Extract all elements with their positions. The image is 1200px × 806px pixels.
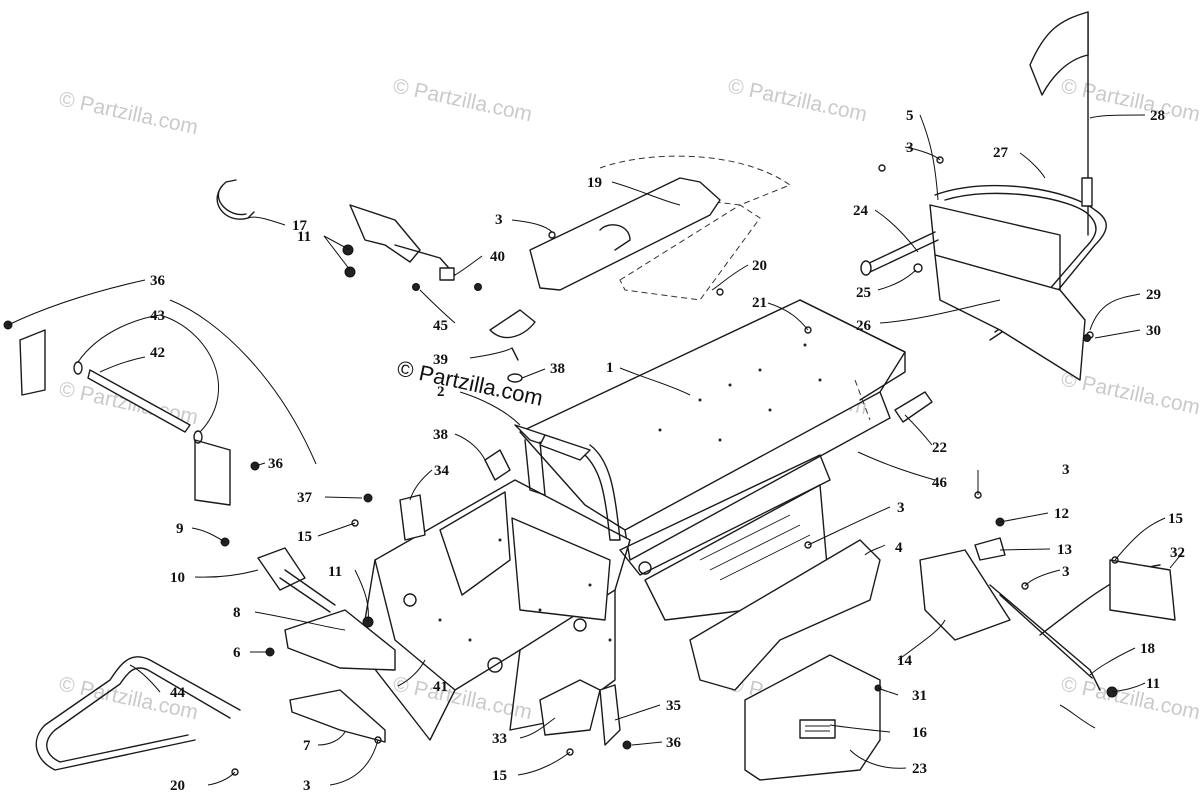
watermark: © Partzilla.com [391, 74, 534, 126]
callout-21: 21 [752, 295, 767, 311]
callout-44: 44 [170, 685, 186, 701]
callout-34: 34 [434, 463, 450, 479]
callout-3: 3 [906, 140, 914, 156]
part-7-bracket [289, 689, 386, 743]
callout-3: 3 [495, 212, 503, 228]
callout-37: 37 [297, 490, 313, 506]
callout-36: 36 [268, 456, 284, 472]
callout-30: 30 [1146, 323, 1161, 339]
callout-13: 13 [1057, 542, 1072, 558]
part-16-side-panel [744, 654, 881, 781]
part-14-footrest [919, 549, 1011, 641]
part-28-flag [1029, 11, 1093, 236]
callout-20: 20 [752, 258, 767, 274]
chassis-front-body [359, 454, 831, 741]
callout-3: 3 [1062, 564, 1070, 580]
part-4-skid-plate [689, 539, 881, 691]
watermark-center: © Partzilla.com [395, 355, 545, 410]
callout-11: 11 [1146, 676, 1160, 692]
part-35-plate [599, 684, 621, 746]
part-8-bracket [284, 609, 396, 671]
callout-39: 39 [433, 352, 448, 368]
callout-20: 20 [170, 778, 185, 794]
part-18-a-arm [989, 559, 1176, 698]
callout-24: 24 [853, 203, 869, 219]
callout-7: 7 [303, 738, 311, 754]
watermark: © Partzilla.com [726, 74, 869, 126]
callout-12: 12 [1054, 506, 1069, 522]
callout-5: 5 [906, 108, 914, 124]
callout-15: 15 [297, 529, 312, 545]
callout-3: 3 [897, 500, 905, 516]
part-17-clamp [216, 179, 255, 220]
callout-1: 1 [606, 360, 614, 376]
callout-46: 46 [932, 475, 948, 491]
watermark: © Partzilla.com [1059, 672, 1200, 724]
callout-45: 45 [433, 318, 448, 334]
parts-drawing [3, 11, 1176, 781]
callout-9: 9 [176, 521, 184, 537]
callout-29: 29 [1146, 287, 1161, 303]
callout-2: 2 [437, 384, 445, 400]
callout-labels: 1 2 3 3 3 3 3 3 4 5 6 7 8 9 10 11 11 11 … [150, 108, 1185, 794]
watermark: © Partzilla.com [1059, 74, 1200, 126]
part-33-bracket [539, 679, 601, 736]
callout-25: 25 [856, 285, 871, 301]
callout-28: 28 [1150, 108, 1165, 124]
callout-38: 38 [550, 361, 565, 377]
callout-43: 43 [150, 308, 165, 324]
callout-19: 19 [587, 175, 602, 191]
callout-40: 40 [490, 249, 505, 265]
leader-lines [7, 114, 1184, 786]
callout-15: 15 [1168, 511, 1183, 527]
part-40-bracket [342, 204, 482, 291]
part-2-steering-post [514, 424, 621, 541]
watermark: © Partzilla.com [57, 87, 200, 139]
callout-22: 22 [932, 440, 947, 456]
callout-3: 3 [1062, 462, 1070, 478]
callout-11: 11 [328, 564, 342, 580]
callout-14: 14 [897, 653, 913, 669]
callout-8: 8 [233, 605, 241, 621]
part-13-bracket [974, 537, 1006, 561]
part-34-plate [399, 494, 426, 541]
callout-15: 15 [492, 768, 507, 784]
part-44-front-bumper [35, 656, 241, 771]
callout-23: 23 [912, 761, 927, 777]
callout-11: 11 [297, 229, 311, 245]
callout-3: 3 [303, 778, 311, 794]
callout-33: 33 [492, 731, 507, 747]
callout-26: 26 [856, 318, 872, 334]
callout-17: 17 [292, 218, 308, 234]
callout-35: 35 [666, 698, 681, 714]
callout-32: 32 [1170, 545, 1185, 561]
part-39-tether [484, 309, 536, 481]
callout-4: 4 [895, 540, 903, 556]
callout-36: 36 [150, 273, 166, 289]
part-22-reflector [894, 391, 933, 423]
part-5-rear-bumper [860, 184, 1107, 381]
callout-31: 31 [912, 688, 927, 704]
callout-36: 36 [666, 735, 682, 751]
callout-18: 18 [1140, 641, 1155, 657]
callout-16: 16 [912, 725, 928, 741]
part-19-console [529, 155, 792, 301]
callout-27: 27 [993, 145, 1009, 161]
callout-42: 42 [150, 345, 165, 361]
callout-6: 6 [233, 645, 241, 661]
callout-10: 10 [170, 570, 185, 586]
callout-41: 41 [433, 679, 448, 695]
part-10-pad [257, 547, 336, 613]
callout-38: 38 [433, 427, 448, 443]
